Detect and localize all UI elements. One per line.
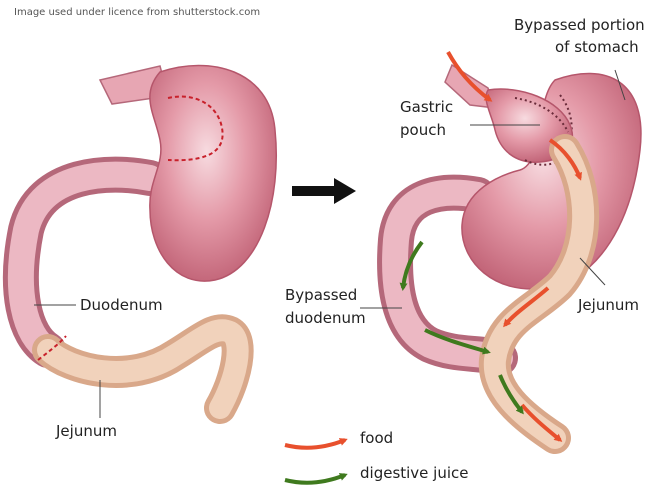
bypassed-portion-label-line1: Bypassed portion (514, 16, 645, 34)
legend-juice-arrow (285, 475, 345, 483)
bypassed-duodenum-label-line1: Bypassed (285, 286, 357, 304)
normal-anatomy: Duodenum Jejunum (21, 65, 276, 440)
gastric-pouch-label-line1: Gastric (400, 98, 453, 116)
gastric-pouch-label-line2: pouch (400, 121, 446, 139)
bypassed-duodenum-label-line2: duodenum (285, 309, 366, 327)
legend-food-arrow (285, 440, 345, 448)
legend-food-label: food (360, 429, 393, 447)
transition-arrow (292, 178, 356, 204)
bypass-anatomy: Bypassed portion of stomach Gastric pouc… (285, 16, 645, 440)
duodenum-label: Duodenum (80, 296, 163, 314)
legend: food digestive juice (285, 429, 469, 483)
jejunum-label-right: Jejunum (577, 296, 639, 314)
legend-juice-label: digestive juice (360, 464, 469, 482)
image-credit: Image used under licence from shuttersto… (14, 7, 260, 18)
bypassed-portion-label-line2: of stomach (555, 38, 639, 56)
jejunum-label-left: Jejunum (55, 422, 117, 440)
